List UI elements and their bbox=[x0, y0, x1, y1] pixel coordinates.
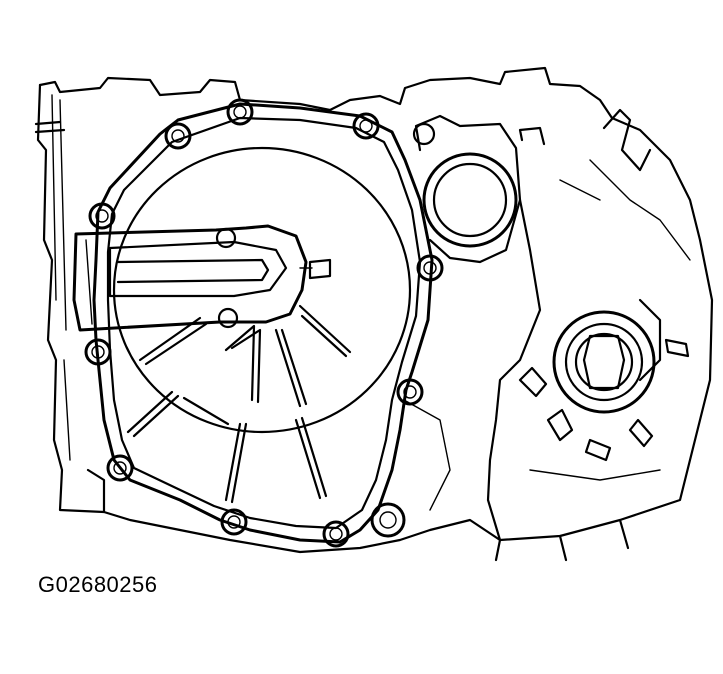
cover-outline bbox=[92, 102, 434, 544]
right-housing bbox=[486, 108, 714, 562]
housing-left-flange bbox=[34, 66, 614, 514]
housing-bottom bbox=[102, 399, 502, 554]
cover-bolts bbox=[84, 98, 444, 548]
cover-ribs bbox=[126, 304, 352, 504]
retainer-bracket bbox=[72, 224, 332, 332]
figure-id-label: G02680256 bbox=[38, 572, 158, 597]
cover-dome bbox=[112, 146, 412, 434]
upper-boss bbox=[412, 114, 546, 264]
